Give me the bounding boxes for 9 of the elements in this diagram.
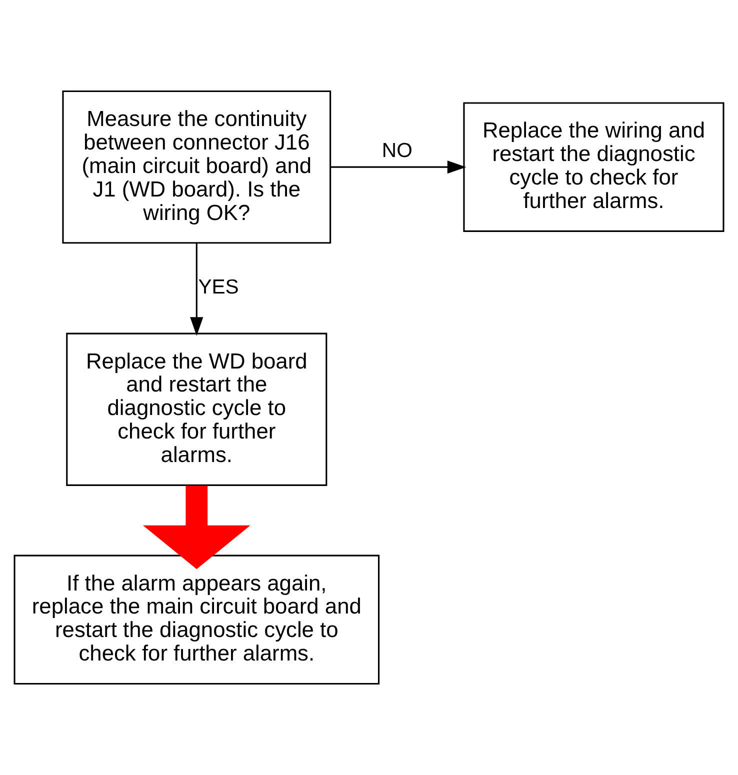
node-box: If the alarm appears again, replace the main circuit board and restart the diagnostic cycle to check for further alarms. (14, 554, 380, 685)
node-box: Measure the continuity between connector J16 (main circuit board) and J1 (WD board). Is the wiring OK? (62, 90, 332, 244)
arrow (142, 486, 250, 570)
edge-label: YES (198, 276, 239, 299)
node-box: Replace the WD board and restart the diagnostic cycle to check for further alarms. (66, 332, 328, 486)
arrow (190, 243, 204, 336)
edge-label: NO (382, 140, 412, 162)
node-box: Replace the wiring and restart the diagnostic cycle to check for further alarms. (463, 102, 724, 232)
arrow (330, 160, 466, 174)
